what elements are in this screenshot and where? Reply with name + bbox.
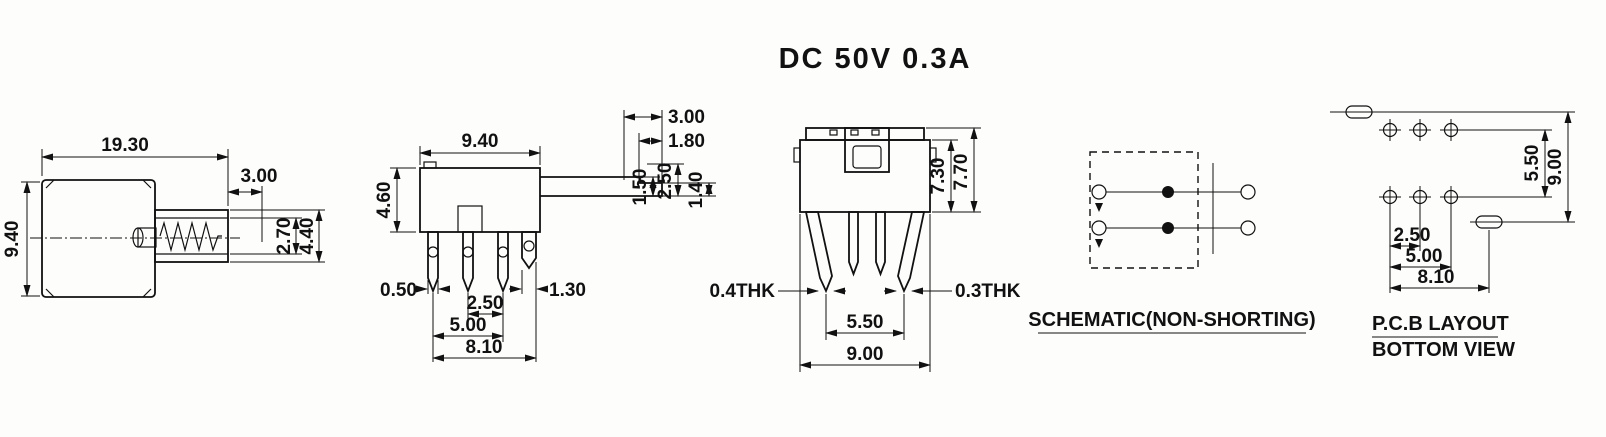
dim-body-h1: 7.30 xyxy=(928,158,949,195)
end-view-dimensions: 7.30 7.70 0.4THK 0.3THK 5.50 9.00 xyxy=(710,127,1021,372)
dim-tip-length: 3.00 xyxy=(668,107,705,128)
schematic-terminals xyxy=(1091,184,1256,248)
dim-hole-span: 5.00 xyxy=(1406,246,1443,267)
front-view-dimensions: 9.40 4.60 3.00 1.80 1.50 2.50 1.40 0.50 … xyxy=(374,107,716,362)
side-ear-left xyxy=(793,147,801,163)
schematic-view: SCHEMATIC(NON-SHORTING) xyxy=(1028,151,1316,334)
dim-plunger-travel: 3.00 xyxy=(241,166,278,187)
dim-tip-step: 1.80 xyxy=(668,131,705,152)
dim-body-width: 9.40 xyxy=(462,131,499,152)
cap-detail-marks xyxy=(829,129,880,136)
pcb-label-line1: P.C.B LAYOUT xyxy=(1372,313,1509,335)
side-ear-right xyxy=(929,147,937,163)
dim-body-height: 9.40 xyxy=(2,221,23,258)
schematic-enclosure xyxy=(1089,151,1199,269)
pcb-dimensions: 5.50 9.00 2.50 5.00 8.10 xyxy=(1372,111,1575,293)
schematic-label: SCHEMATIC(NON-SHORTING) xyxy=(1028,309,1315,331)
dim-overall-width: 19.30 xyxy=(101,135,149,156)
dim-pin-thk-left: 0.50 xyxy=(380,280,417,301)
end-view: 7.30 7.70 0.4THK 0.3THK 5.50 9.00 xyxy=(710,127,1021,372)
plunger-housing xyxy=(154,209,229,263)
pcb-label-line2: BOTTOM VIEW xyxy=(1372,339,1515,361)
side-view-dimensions: 19.30 3.00 9.40 2.70 4.40 xyxy=(2,135,325,297)
dim-lever-h1: 1.50 xyxy=(630,169,651,206)
spring xyxy=(159,220,222,253)
dim-body-h2: 7.70 xyxy=(951,154,972,191)
dim-pin-span: 5.00 xyxy=(450,315,487,336)
dim-plunger-height: 2.70 xyxy=(274,218,295,255)
body-top-tab xyxy=(423,161,437,169)
dim-flange-height: 4.40 xyxy=(297,218,318,255)
drawing-title: DC 50V 0.3A xyxy=(779,43,972,75)
switch-body-end xyxy=(799,139,931,213)
dim-lever-h3: 1.40 xyxy=(686,172,707,209)
dim-pin-total: 8.10 xyxy=(466,337,503,358)
schematic-wires xyxy=(1106,191,1241,229)
body-corner-marks xyxy=(45,179,152,298)
body-inner-detail xyxy=(457,205,483,233)
dim-thk-right: 0.3THK xyxy=(955,281,1021,302)
switch-body-front xyxy=(419,167,541,233)
front-view: 9.40 4.60 3.00 1.80 1.50 2.50 1.40 0.50 … xyxy=(374,107,716,362)
dim-col-height: 9.00 xyxy=(1545,149,1566,186)
end-view-pins xyxy=(804,211,926,294)
pcb-layout-view: 5.50 9.00 2.50 5.00 8.10 P.C.B LAYOUT BO… xyxy=(1330,105,1575,361)
dim-row-pitch: 5.50 xyxy=(1522,145,1543,182)
dim-pin-thk-right: 1.30 xyxy=(549,280,586,301)
dim-hole-total: 8.10 xyxy=(1418,267,1455,288)
dim-pin-pitch: 2.50 xyxy=(467,293,504,314)
dim-body-width: 9.00 xyxy=(847,344,884,365)
shaft-cap xyxy=(132,227,144,248)
dim-lever-h2: 2.50 xyxy=(655,163,676,200)
actuator-end xyxy=(844,127,890,173)
pcb-pad-grid xyxy=(1379,119,1462,208)
side-view: 19.30 3.00 9.40 2.70 4.40 xyxy=(2,135,325,298)
top-cap xyxy=(805,127,925,141)
dim-thk-left: 0.4THK xyxy=(710,281,776,302)
dim-hole-pitch: 2.50 xyxy=(1394,225,1431,246)
dim-body-height: 4.60 xyxy=(374,182,395,219)
terminal-pins xyxy=(427,231,537,294)
dim-pin-span: 5.50 xyxy=(847,312,884,333)
shaft xyxy=(137,227,157,248)
actuator-inner xyxy=(852,145,882,169)
housing-inner-lines xyxy=(155,217,228,255)
